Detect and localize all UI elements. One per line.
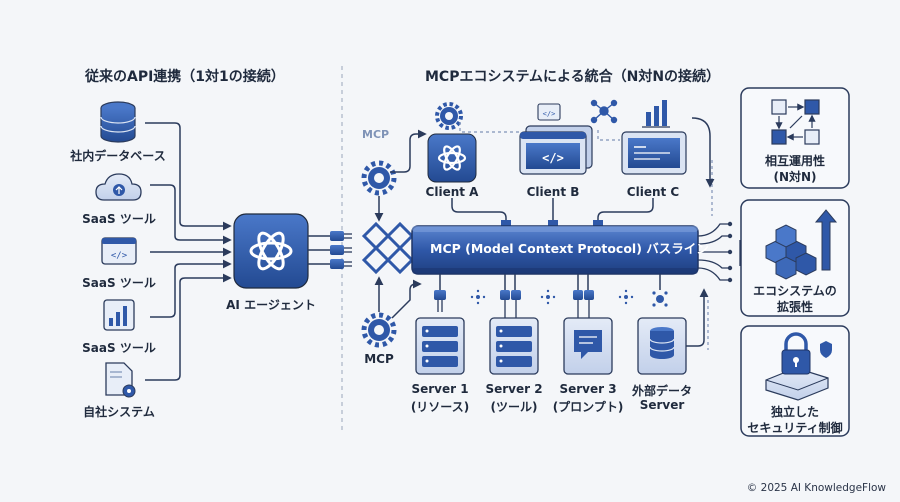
left-item-label: SaaS ツール xyxy=(82,341,156,355)
server-sublabel: Server xyxy=(639,398,685,412)
code-window-icon: </> xyxy=(101,237,137,265)
client-bus-links xyxy=(451,117,715,224)
mcp-bus-line xyxy=(411,225,699,275)
left-connection-lines xyxy=(145,122,232,381)
ai-agent-label: AI エージェント xyxy=(226,298,316,312)
svg-text:</>: </> xyxy=(542,151,564,165)
server-sublabel: (リソース) xyxy=(410,400,470,414)
cloud-icon xyxy=(95,173,142,201)
document-gear-icon xyxy=(105,362,136,398)
client-label: Client A xyxy=(425,185,479,199)
code-window-icon: </> xyxy=(537,103,561,121)
server-1-icon xyxy=(415,317,465,375)
copyright-text: © 2025 AI KnowledgeFlow xyxy=(746,482,886,494)
server-label: Server 1 xyxy=(411,382,469,396)
svg-text:</>: </> xyxy=(543,110,556,118)
mcp-logo: MCP xyxy=(362,128,389,141)
external-data-server-icon xyxy=(637,317,687,375)
client-a-icon xyxy=(427,133,477,183)
right-section-title: MCPエコシステムによる統合（N対Nの接続） xyxy=(425,69,721,85)
interoperability-icon xyxy=(771,99,820,145)
feature-links xyxy=(686,288,709,347)
mcp-logo-text: MCP xyxy=(362,128,389,141)
left-item-label: 社内データベース xyxy=(70,149,166,163)
feature-subtitle: (N対N) xyxy=(773,170,817,184)
feature-title: 独立した xyxy=(770,405,820,419)
chart-icon xyxy=(103,299,135,331)
left-section-title: 従来のAPI連携（1対1の接続） xyxy=(85,69,285,85)
server-sublabel: (プロンプト) xyxy=(552,400,624,414)
server-plugs xyxy=(434,274,661,318)
ai-agent-icon xyxy=(233,213,309,289)
bus-label: MCP (Model Context Protocol) バスライン xyxy=(430,241,709,256)
server-2-icon xyxy=(489,317,539,375)
client-b-icon: </> xyxy=(519,125,593,175)
client-label: Client C xyxy=(626,185,680,199)
client-c-icon xyxy=(621,131,687,175)
left-item-label: SaaS ツール xyxy=(82,276,156,290)
left-item-label: SaaS ツール xyxy=(82,212,156,226)
mcp-label: MCP xyxy=(364,352,394,366)
feature-box-interop xyxy=(740,87,850,189)
bus-fanout-lines xyxy=(697,223,741,281)
lock-icon xyxy=(765,332,832,401)
server-3-icon xyxy=(563,317,613,375)
left-item-label: 自社システム xyxy=(83,405,155,419)
agent-plugs xyxy=(308,231,352,269)
server-label: 外部データ xyxy=(631,384,693,398)
cubes-growth-icon xyxy=(765,209,838,280)
gear-icon xyxy=(361,312,397,348)
gear-icon xyxy=(361,160,397,196)
mesh-arrows xyxy=(374,129,427,319)
client-label: Client B xyxy=(526,185,580,199)
chart-icon xyxy=(642,100,670,128)
gear-icon xyxy=(435,102,463,130)
dashed-links xyxy=(459,122,713,350)
database-icon xyxy=(100,101,136,143)
server-label: Server 3 xyxy=(559,382,617,396)
feature-subtitle: 拡張性 xyxy=(776,300,814,314)
mesh-network-icon xyxy=(361,221,415,275)
feature-subtitle: セキュリティ制御 xyxy=(747,421,843,435)
server-sublabel: (ツール) xyxy=(490,400,538,414)
network-nodes-icon xyxy=(590,99,618,124)
feature-title: エコシステムの xyxy=(753,284,837,298)
server-label: Server 2 xyxy=(485,382,543,396)
svg-text:</>: </> xyxy=(111,251,128,261)
dotted-network-glyphs xyxy=(470,289,668,307)
feature-title: 相互運用性 xyxy=(764,154,826,168)
